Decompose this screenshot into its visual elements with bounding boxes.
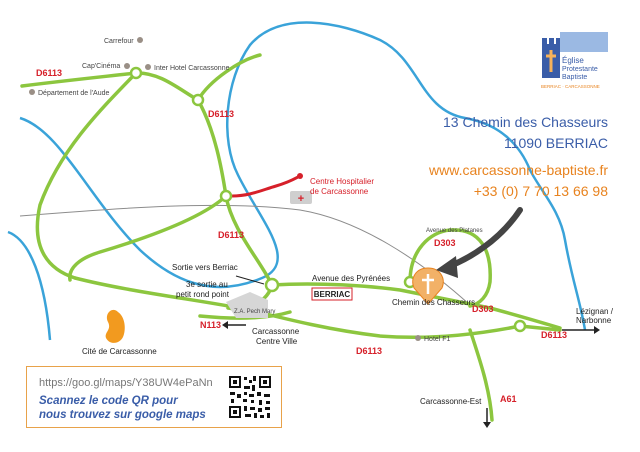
qr-text-line1: Scannez le code QR pour bbox=[39, 395, 178, 407]
label-sortie-berriac: Sortie vers Berriac bbox=[172, 263, 238, 272]
arrow-sortie bbox=[235, 275, 265, 285]
label-cap-cinema: Cap'Cinéma bbox=[82, 63, 120, 70]
label-d6113-a: D6113 bbox=[36, 68, 62, 78]
road-west-link bbox=[73, 276, 522, 339]
roundabout-hospital bbox=[219, 189, 233, 203]
label-a61: A61 bbox=[500, 394, 517, 404]
poi-departement-dot bbox=[29, 89, 35, 95]
label-d6113-b: D6113 bbox=[208, 109, 234, 119]
label-d6113-c: D6113 bbox=[218, 230, 244, 240]
qr-box: https://goo.gl/maps/Y38UW4ePaNn Scannez … bbox=[26, 366, 282, 428]
label-avenue-platanes: Avenue des Platanes bbox=[426, 228, 483, 234]
website-link[interactable]: www.carcassonne-baptiste.fr bbox=[429, 162, 608, 178]
hospital-labels: Centre Hospitalier de Carcassonne bbox=[310, 177, 374, 196]
church-logo-icon: Église Protestante Baptiste BERRIAC · CA… bbox=[541, 32, 608, 89]
label-hospital-1: Centre Hospitalier bbox=[310, 177, 374, 186]
label-sortie3-1: 3e sortie au bbox=[186, 280, 228, 289]
label-narbonne: Narbonne bbox=[576, 316, 612, 325]
logo-tagline: BERRIAC · CARCASSONNE bbox=[541, 84, 600, 89]
berriac-box bbox=[311, 287, 353, 301]
address-street: 13 Chemin des Chasseurs bbox=[443, 114, 608, 130]
road-hospital bbox=[231, 174, 301, 198]
label-berriac: BERRIAC bbox=[314, 290, 351, 299]
poi-dots bbox=[29, 37, 421, 341]
logo-line1: Église bbox=[562, 56, 584, 65]
road-a61 bbox=[468, 328, 494, 422]
label-za: Z.A. Pech Mary bbox=[234, 309, 275, 315]
label-carcassonne-est: Carcassonne-Est bbox=[420, 397, 482, 406]
direction-arrow bbox=[447, 207, 523, 269]
address-block: 13 Chemin des Chasseurs 11090 BERRIAC ww… bbox=[429, 112, 608, 202]
logo-line2: Protestante bbox=[562, 66, 598, 73]
address-city: 11090 BERRIAC bbox=[503, 135, 608, 151]
road-hospital-link bbox=[196, 53, 262, 102]
label-d303-b: D303 bbox=[472, 304, 494, 314]
roundabout-north bbox=[191, 93, 205, 107]
hospital-building bbox=[290, 191, 312, 204]
place-labels-main: Sortie vers Berriac 3e sortie au petit r… bbox=[82, 263, 614, 406]
label-d6113-e: D6113 bbox=[541, 330, 567, 340]
label-departement: Département de l'Aude bbox=[38, 90, 109, 97]
direction-arrows bbox=[222, 275, 600, 428]
label-d303-a: D303 bbox=[434, 238, 456, 248]
road-east bbox=[518, 324, 562, 332]
label-chemin-chasseurs: Chemin des Chasseurs bbox=[392, 298, 475, 307]
roundabout-inter-hotel bbox=[129, 66, 143, 80]
cite-carcassonne-shape bbox=[105, 309, 125, 343]
label-carrefour: Carrefour bbox=[104, 38, 134, 45]
label-inter-hotel: Inter Hotel Carcassonne bbox=[154, 65, 230, 72]
road-labels: D6113 D6113 D6113 D6113 D6113 D303 D303 … bbox=[36, 68, 567, 404]
label-d6113-d: D6113 bbox=[356, 346, 382, 356]
road-loop-east bbox=[68, 194, 228, 282]
label-hospital-2: de Carcassonne bbox=[310, 187, 369, 196]
qr-text-line2: nous trouvez sur google maps bbox=[39, 409, 206, 421]
logo-line3: Baptiste bbox=[562, 74, 587, 81]
place-labels: Carrefour Cap'Cinéma Inter Hotel Carcass… bbox=[38, 38, 483, 343]
hospital-cross-icon: + bbox=[298, 193, 304, 205]
road-avenue-platanes bbox=[408, 228, 492, 308]
label-n113: N113 bbox=[200, 320, 221, 330]
za-pech-mary-zone bbox=[226, 292, 268, 318]
railway bbox=[19, 204, 471, 306]
label-centre-ville-1: Carcassonne bbox=[252, 327, 300, 336]
church-cross-icon bbox=[422, 274, 434, 294]
roundabouts bbox=[129, 66, 527, 333]
label-centre-ville-2: Centre Ville bbox=[256, 337, 298, 346]
road-loop-west bbox=[35, 71, 138, 280]
poi-hotel-f1-dot bbox=[415, 335, 421, 341]
label-avenue-pyrenees: Avenue des Pyrénées bbox=[312, 274, 390, 283]
phone-number[interactable]: +33 (0) 7 70 13 66 98 bbox=[473, 183, 608, 199]
road-d6113-main bbox=[196, 98, 274, 287]
river-west bbox=[7, 230, 52, 341]
label-sortie3-2: petit rond point bbox=[176, 290, 230, 299]
arrow-centre-ville-head bbox=[222, 321, 228, 329]
hospital-marker bbox=[297, 173, 303, 179]
label-hotel-f1: Hotel F1 bbox=[424, 336, 451, 343]
poi-inter-hotel-dot bbox=[145, 64, 151, 70]
poi-cap-cinema-dot bbox=[124, 63, 130, 69]
roundabout-east bbox=[513, 319, 527, 333]
arrow-south-head bbox=[483, 422, 491, 428]
roundabout-berriac bbox=[264, 277, 280, 293]
label-cite: Cité de Carcassonne bbox=[82, 347, 157, 356]
river bbox=[19, 21, 587, 331]
qr-url[interactable]: https://goo.gl/maps/Y38UW4ePaNn bbox=[39, 377, 213, 389]
poi-carrefour-dot bbox=[137, 37, 143, 43]
arrow-east-head bbox=[594, 326, 600, 334]
label-lezignan: Lézignan / bbox=[576, 307, 614, 316]
direction-arrowhead bbox=[436, 256, 458, 278]
qr-code-icon[interactable] bbox=[227, 374, 273, 420]
church-logo: Église Protestante Baptiste BERRIAC · CA… bbox=[540, 32, 612, 104]
